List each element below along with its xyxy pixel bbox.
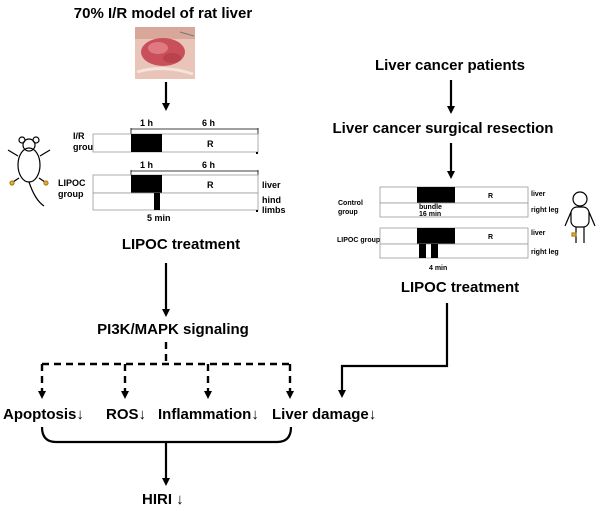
right-lipoc-reperfusion-label: R <box>488 234 493 241</box>
control-leg-bar <box>379 202 529 218</box>
left-lipoc-treatment: LIPOC treatment <box>122 236 240 253</box>
right-lipoc-ischemia-block <box>417 228 455 244</box>
lipoc-hindlimb-bar <box>92 192 259 211</box>
outcome-ros: ROS↓ <box>106 406 146 423</box>
right-lipoc-treatment: LIPOC treatment <box>401 279 519 296</box>
control-liver-row-label: liver <box>531 191 546 198</box>
ir-ischemia-block <box>131 134 162 152</box>
model-title: 70% I/R model of rat liver <box>74 5 253 22</box>
ir-reperfusion-label: R <box>207 139 214 149</box>
ir-time-1h: 1 h <box>140 118 153 128</box>
resection-label: Liver cancer surgical resection <box>333 120 554 137</box>
occlusion-cycle-2 <box>431 244 438 258</box>
arrow-right-to-liver-damage <box>338 303 449 398</box>
lipoc-reperfusion-label: R <box>207 180 214 190</box>
control-reperfusion-label: R <box>488 193 493 200</box>
patient-icon <box>564 191 596 243</box>
rat-icon <box>7 136 51 207</box>
liver-row-label: liver <box>262 180 281 190</box>
outcome-bracket <box>40 426 293 444</box>
signaling-label: PI3K/MAPK signaling <box>97 321 249 338</box>
ir-timeline-bar <box>92 133 259 153</box>
outcome-inflammation: Inflammation↓ <box>158 406 259 423</box>
right-lipoc-leg-bar <box>379 243 529 259</box>
right-lipoc-group-label: LIPOC group <box>337 237 380 244</box>
occlusion-cycle-1 <box>419 244 426 258</box>
rat-liver-photo <box>135 27 195 79</box>
lipoc-time-6h: 6 h <box>202 160 215 170</box>
control-ischemia-block <box>417 187 455 203</box>
right-lipoc-liver-row-label: liver <box>531 230 546 237</box>
outcome-liver-damage: Liver damage↓ <box>272 406 376 423</box>
lipoc-liver-bar <box>92 174 259 194</box>
five-min-label: 5 min <box>147 213 171 223</box>
four-min-label: 4 min <box>429 265 447 272</box>
right-lipoc-rightleg-row-label: right leg <box>531 249 559 256</box>
lipoc-ischemia-block <box>131 175 162 193</box>
outcome-apoptosis: Apoptosis↓ <box>3 406 84 423</box>
lipoc-time-1h: 1 h <box>140 160 153 170</box>
lipoc-limb-occlusion-block <box>154 193 160 210</box>
control-rightleg-row-label: right leg <box>531 207 559 214</box>
ir-time-6h: 6 h <box>202 118 215 128</box>
hiri-label: HIRI ↓ <box>142 491 184 508</box>
patients-label: Liver cancer patients <box>375 57 525 74</box>
dashed-branches <box>38 342 294 399</box>
